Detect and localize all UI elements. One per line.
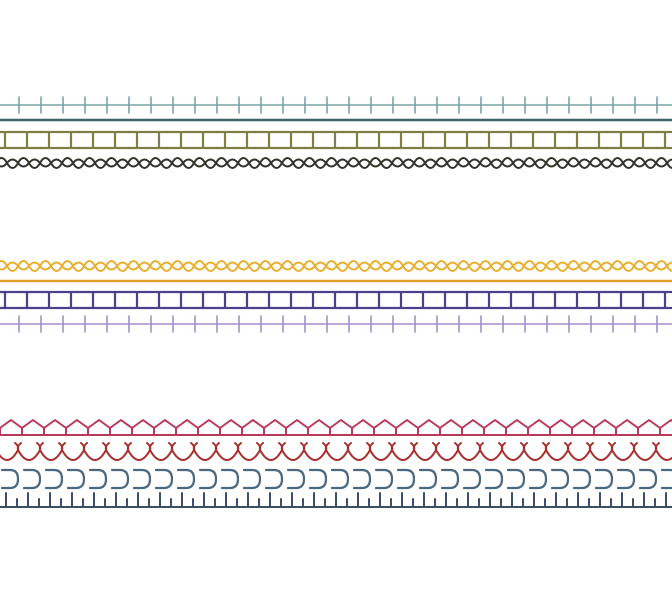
house-stitch-row [0, 419, 672, 436]
comb-stitch-row [0, 492, 672, 508]
stitch-group-1 [0, 96, 672, 169]
d-loop-stitch-row [0, 468, 672, 490]
scallop-stitch-row [0, 442, 672, 461]
cross-stitch-row [0, 96, 672, 114]
stitch-group-2 [0, 260, 672, 333]
twisted-stitch-row [0, 157, 672, 169]
ladder-stitch-row [0, 130, 672, 150]
cross-stitch-row [0, 315, 672, 333]
twisted-stitch-row [0, 260, 672, 272]
ladder-stitch-row [0, 290, 672, 310]
stitch-group-3 [0, 419, 672, 508]
